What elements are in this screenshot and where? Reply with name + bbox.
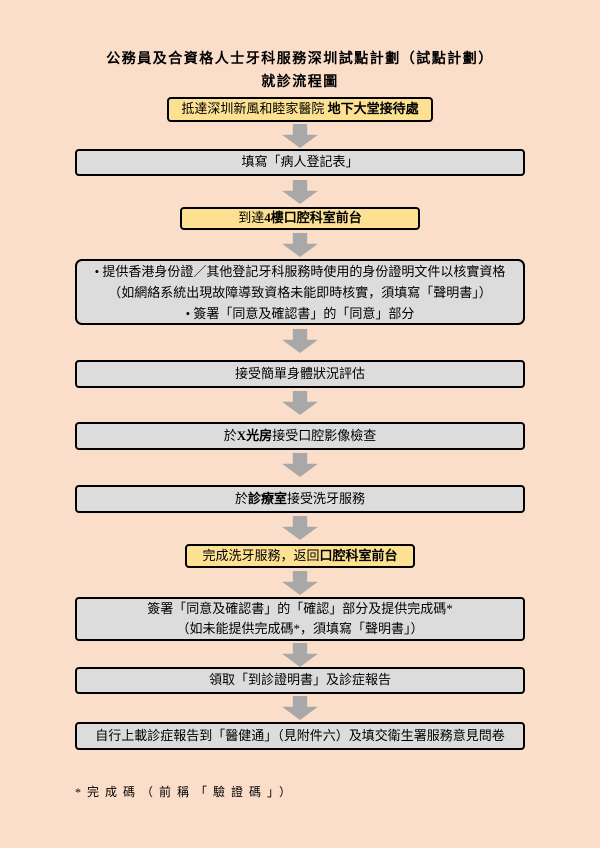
step-text: 抵達深圳新風和睦家醫院 地下大堂接待處 bbox=[181, 101, 418, 118]
step-upload-report: 自行上載診症報告到「醫健通」（見附件六）及填交衛生署服務意見問卷 bbox=[75, 722, 525, 750]
step-text-line3: • 簽署「同意及確認書」的「同意」部分 bbox=[185, 305, 415, 321]
down-arrow-icon bbox=[282, 453, 318, 477]
step-text-segment-bold: 4樓口腔科室前台 bbox=[264, 210, 362, 226]
down-arrow-icon bbox=[282, 696, 318, 720]
down-arrow-icon bbox=[282, 233, 318, 257]
step-scaling-service: 於診療室接受洗牙服務 bbox=[75, 485, 525, 513]
step-text: 接受簡單身體狀況評估 bbox=[234, 365, 365, 381]
down-arrow-icon bbox=[282, 571, 318, 595]
step-text: 自行上載診症報告到「醫健通」（見附件六）及填交衛生署服務意見問卷 bbox=[95, 727, 505, 743]
step-collect-certificate: 領取「到診證明書」及診症報告 bbox=[75, 667, 525, 694]
step-text-line2: （如網絡系統出現故障導致資格未能即時核實，須填寫「聲明書」） bbox=[108, 284, 492, 300]
step-text: 於X光房接受口腔影像檢查 bbox=[224, 428, 376, 445]
step-text-segment: 抵達深圳新風和睦家醫院 bbox=[181, 101, 328, 117]
step-text-segment: 於 bbox=[234, 490, 248, 506]
step-text-segment: 於 bbox=[223, 427, 237, 443]
down-arrow-icon bbox=[282, 180, 318, 204]
down-arrow-icon bbox=[282, 516, 318, 540]
step-health-assessment: 接受簡單身體狀況評估 bbox=[75, 360, 525, 388]
step-text: 完成洗牙服務，返回口腔科室前台 bbox=[202, 548, 397, 565]
down-arrow-icon bbox=[282, 124, 318, 148]
step-text-line2: （如未能提供完成碼*，須填寫「聲明書」） bbox=[176, 621, 424, 636]
step-text-line1: • 提供香港身份證／其他登記牙科服務時使用的身份證明文件以核實資格 bbox=[94, 263, 506, 279]
step-text-segment-bold: 地下大堂接待處 bbox=[327, 101, 419, 117]
step-text-segment-bold: X光房 bbox=[236, 427, 273, 443]
step-fill-registration: 填寫「病人登記表」 bbox=[75, 149, 525, 176]
step-text: 填寫「病人登記表」 bbox=[241, 154, 359, 170]
page-title: 公務員及合資格人士牙科服務深圳試點計劃（試點計劃） bbox=[106, 52, 494, 67]
step-return-front-desk: 完成洗牙服務，返回口腔科室前台 bbox=[185, 544, 415, 568]
step-text-segment-bold: 診療室 bbox=[247, 490, 287, 506]
step-xray-imaging: 於X光房接受口腔影像檢查 bbox=[75, 422, 525, 450]
step-arrive-hospital: 抵達深圳新風和睦家醫院 地下大堂接待處 bbox=[167, 97, 433, 122]
down-arrow-icon bbox=[282, 643, 318, 667]
step-text: 領取「到診證明書」及診症報告 bbox=[208, 672, 391, 688]
page-subtitle: 就診流程圖 bbox=[261, 75, 339, 90]
step-text-segment: 接受口腔影像檢查 bbox=[272, 427, 377, 443]
step-arrive-dental-desk: 到達4樓口腔科室前台 bbox=[180, 207, 420, 230]
down-arrow-icon bbox=[282, 391, 318, 415]
step-text-segment: 到達 bbox=[238, 210, 265, 226]
step-text: 於診療室接受洗牙服務 bbox=[235, 491, 365, 508]
step-text-segment: 接受洗牙服務 bbox=[287, 490, 366, 506]
step-text: 到達4樓口腔科室前台 bbox=[238, 210, 362, 227]
step-text-line1: 簽署「同意及確認書」的「確認」部分及提供完成碼* bbox=[147, 601, 453, 616]
footnote-completion-code: *完成碼（前稱「驗證碼」） bbox=[75, 785, 298, 799]
step-text-segment: 完成洗牙服務，返回 bbox=[202, 547, 320, 563]
step-sign-confirmation: 簽署「同意及確認書」的「確認」部分及提供完成碼* （如未能提供完成碼*，須填寫「… bbox=[75, 597, 525, 641]
step-text-segment-bold: 口腔科室前台 bbox=[319, 547, 398, 563]
down-arrow-icon bbox=[282, 329, 318, 353]
step-verify-eligibility: • 提供香港身份證／其他登記牙科服務時使用的身份證明文件以核實資格 （如網絡系統… bbox=[75, 259, 525, 325]
